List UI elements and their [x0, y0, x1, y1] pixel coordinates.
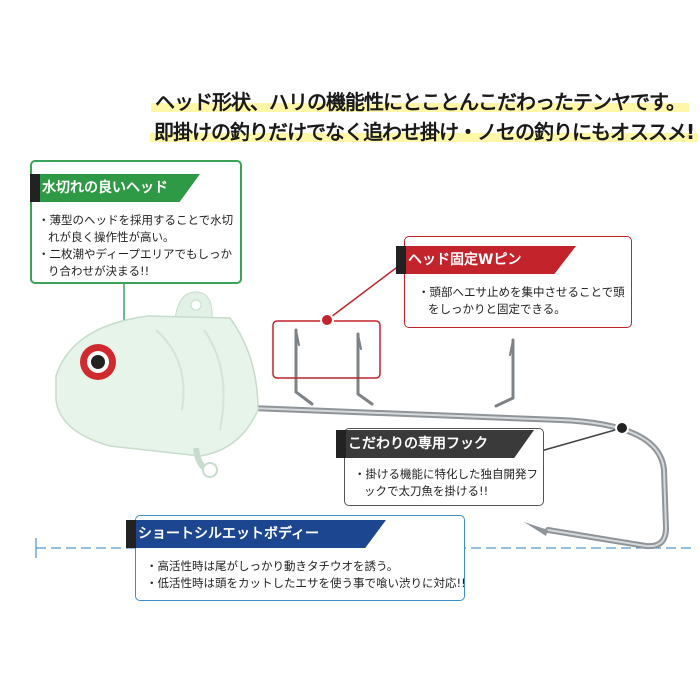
hook-marker-dot — [615, 421, 629, 435]
hook — [249, 405, 670, 550]
hook-callout-title: こだわりの専用フック — [336, 430, 534, 458]
w-pin — [294, 328, 515, 408]
silhouette-bullet-2: 低活性時は頭をカットしたエサを使う事で喰い渋りに対応!! — [146, 575, 466, 592]
headline-line-2: 即掛けの釣りだけでなく追わせ掛け・ノセの釣りにもオススメ! — [150, 116, 699, 145]
head-bullet-1: 薄型のヘッドを採用することで水切れが良く操作性が高い。 — [38, 212, 238, 246]
jig-head — [55, 291, 259, 478]
hook-bullet-1: 掛ける機能に特化した独自開発フックで太刀魚を掛ける!! — [354, 466, 540, 500]
silhouette-bullet-1: 高活性時は尾がしっかり動きタチウオを誘う。 — [146, 558, 466, 575]
eye-icon — [80, 344, 116, 380]
hook-callout-bullets: 掛ける機能に特化した独自開発フックで太刀魚を掛ける!! — [354, 466, 540, 500]
head-callout-bullets: 薄型のヘッドを採用することで水切れが良く操作性が高い。 二枚潮やディープエリアで… — [38, 212, 238, 280]
headline-line-1: ヘッド形状、ハリの機能性にとことんこだわったテンヤです。 — [150, 86, 690, 115]
silhouette-callout-bullets: 高活性時は尾がしっかり動きタチウオを誘う。 低活性時は頭をカットしたエサを使う事… — [146, 558, 466, 592]
pin-callout-bullets: 頭部へエサ止めを集中させることで頭をしっかりと固定できる。 — [418, 284, 626, 318]
silhouette-callout-title: ショートシルエットボディー — [126, 520, 386, 548]
pin-callout-title: ヘッド固定Wピン — [396, 246, 576, 274]
pin-highlight-frame — [272, 320, 381, 379]
head-callout-title: 水切れの良いヘッド — [30, 174, 200, 202]
pin-marker-dot — [320, 313, 334, 327]
pin-bullet-1: 頭部へエサ止めを集中させることで頭をしっかりと固定できる。 — [418, 284, 626, 318]
head-bullet-2: 二枚潮やディープエリアでもしっかり合わせが決まる!! — [38, 246, 238, 280]
